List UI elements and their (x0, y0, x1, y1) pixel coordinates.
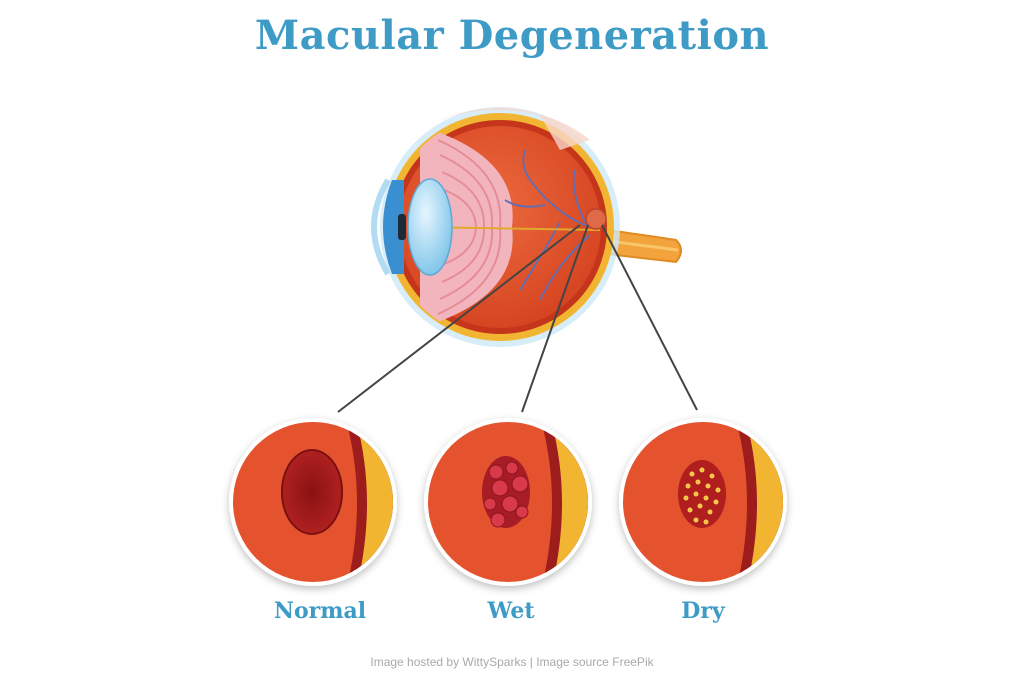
wet-macula-view (424, 418, 592, 586)
eye-cross-section (371, 107, 682, 347)
normal-macula-view (229, 418, 397, 586)
connector-lines (337, 224, 698, 413)
wet-label: Wet (487, 598, 535, 624)
dry-label: Dry (681, 598, 725, 624)
image-credit: Image hosted by WittySparks | Image sour… (370, 655, 654, 669)
normal-label: Normal (273, 598, 367, 624)
diagram-title: Macular Degeneration (254, 12, 770, 59)
dry-macula-view (619, 418, 787, 586)
